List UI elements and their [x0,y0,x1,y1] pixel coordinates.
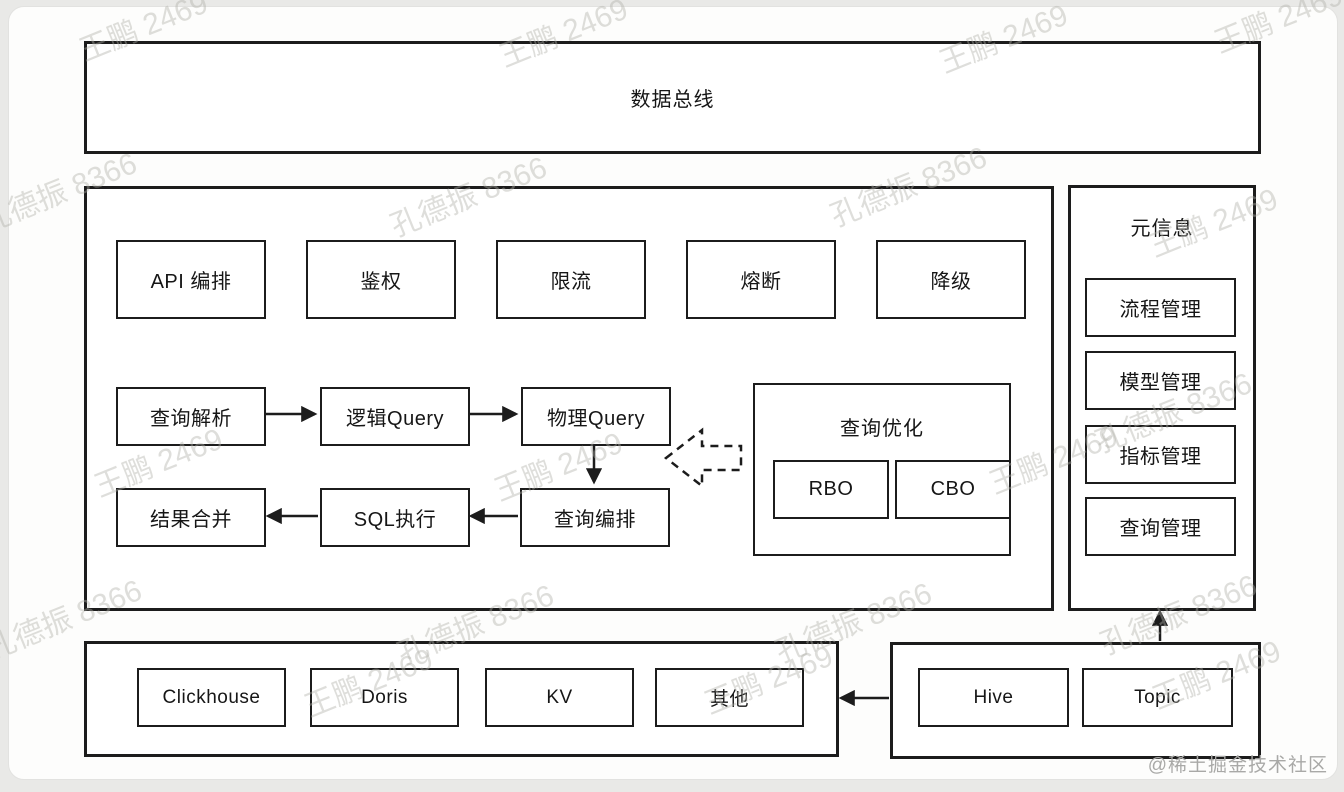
node-cbo: CBO [895,460,1011,519]
node-label: Hive [973,686,1014,708]
node-label: Topic [1134,686,1181,708]
node-hive: Hive [918,668,1069,727]
node-query-mgmt: 查询管理 [1085,497,1236,556]
node-rate-limit: 限流 [496,240,646,319]
node-label: Doris [361,686,408,708]
node-label: 流程管理 [1119,299,1202,321]
node-model-mgmt: 模型管理 [1085,351,1236,410]
node-label: SQL执行 [353,509,437,531]
juejin-community-credit: @稀土掘金技术社区 [1147,755,1328,776]
node-logical-query: 逻辑Query [320,387,470,446]
node-label: 逻辑Query [346,408,444,430]
node-label: 结果合并 [150,509,232,531]
node-query-parse: 查询解析 [116,387,266,446]
node-other: 其他 [655,668,804,727]
node-kv: KV [485,668,634,727]
node-degrade: 降级 [876,240,1026,319]
node-topic: Topic [1082,668,1233,727]
node-label: Clickhouse [162,686,261,708]
node-label: RBO [808,478,854,500]
query-optimize-title: 查询优化 [840,418,924,440]
node-label: 物理Query [547,408,645,430]
node-result-merge: 结果合并 [116,488,266,547]
meta-info-title: 元信息 [1130,218,1194,240]
node-label: 指标管理 [1119,446,1202,468]
node-label: 其他 [709,689,749,710]
node-label: 模型管理 [1119,372,1202,394]
data-bus-container: 数据总线 [84,41,1261,154]
node-sql-execute: SQL执行 [320,488,470,547]
node-label: 限流 [550,271,592,293]
node-label: 查询解析 [150,408,232,430]
data-bus-label: 数据总线 [630,89,715,111]
node-auth: 鉴权 [306,240,456,319]
node-label: API 编排 [150,271,232,293]
node-label: 查询编排 [554,509,636,531]
node-api-orchestration: API 编排 [116,240,266,319]
node-label: CBO [930,478,976,500]
node-rbo: RBO [773,460,889,519]
node-doris: Doris [310,668,459,727]
node-physical-query: 物理Query [521,387,671,446]
node-label: 查询管理 [1119,518,1202,540]
node-circuit-break: 熔断 [686,240,836,319]
node-label: KV [546,686,573,708]
node-label: 熔断 [740,271,782,293]
node-label: 鉴权 [360,271,402,293]
node-clickhouse: Clickhouse [137,668,286,727]
node-metric-mgmt: 指标管理 [1085,425,1236,484]
node-process-mgmt: 流程管理 [1085,278,1236,337]
node-label: 降级 [930,271,972,293]
node-query-orchestrate: 查询编排 [520,488,670,547]
